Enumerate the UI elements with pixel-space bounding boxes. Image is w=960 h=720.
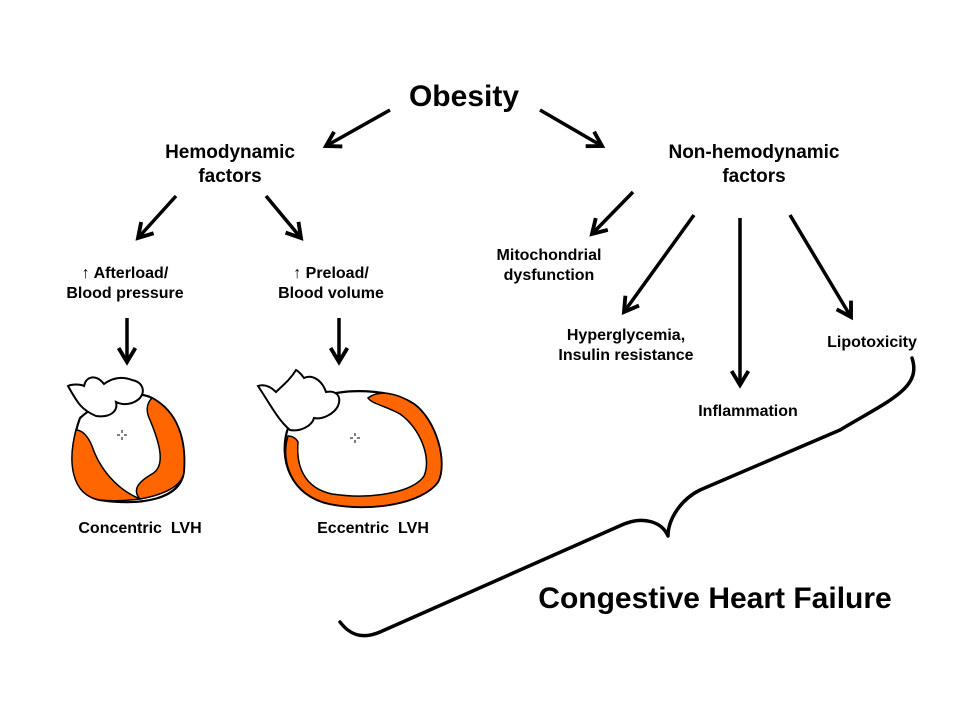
congestive-heart-failure-label: Congestive Heart Failure <box>538 582 892 615</box>
hyperglycemia-line-1: Hyperglycemia, <box>566 327 686 344</box>
hyperglycemia-line-2: Insulin resistance <box>558 347 694 364</box>
arrow-hemodynamic-to-preload <box>264 194 304 241</box>
hemodynamic-line-1: Hemodynamic <box>165 142 295 163</box>
hemodynamic-line-2: factors <box>198 165 262 187</box>
concentric-lvh-label: Concentric LVH <box>78 520 202 537</box>
brace <box>338 356 916 638</box>
arrow-obesity-to-hemodynamic <box>322 108 391 149</box>
hyperglycemia-label: Hyperglycemia, Insulin resistance <box>536 326 716 366</box>
concentric-myocardium-free-wall <box>135 397 186 500</box>
lipotoxicity-label: Lipotoxicity <box>827 334 917 351</box>
concentric-atrium <box>66 376 144 418</box>
arrow-to-mitochondrial <box>589 190 635 237</box>
mitochondrial-dysfunction-label: Mitochondrial dysfunction <box>474 246 624 286</box>
preload-line-1: ↑ Preload/ <box>293 265 369 282</box>
mitochondrial-line-1: Mitochondrial <box>496 247 602 264</box>
hemodynamic-factors-label: Hemodynamic factors <box>130 141 330 189</box>
mitochondrial-line-2: dysfunction <box>503 267 595 284</box>
eccentric-atrium <box>256 368 341 432</box>
eccentric-lvh-heart <box>256 368 443 509</box>
afterload-label: ↑ Afterload/ Blood pressure <box>45 264 205 304</box>
arrow-hemodynamic-to-afterload <box>135 194 178 241</box>
afterload-line-1: ↑ Afterload/ <box>81 265 169 282</box>
non-hemodynamic-line-1: Non-hemodynamic <box>668 142 840 163</box>
arrow-to-hyperglycemia <box>621 213 696 316</box>
eccentric-lvh-label: Eccentric LVH <box>317 520 429 537</box>
arrow-to-lipotoxicity <box>788 214 853 321</box>
afterload-line-2: Blood pressure <box>66 285 184 302</box>
non-hemodynamic-factors-label: Non-hemodynamic factors <box>644 141 864 189</box>
obesity-label: Obesity <box>408 80 520 113</box>
eccentric-myocardium <box>284 392 443 508</box>
inflammation-label: Inflammation <box>698 403 798 420</box>
concentric-lvh-heart <box>66 376 186 504</box>
non-hemodynamic-line-2: factors <box>722 165 786 187</box>
preload-label: ↑ Preload/ Blood volume <box>251 264 411 304</box>
arrow-obesity-to-non-hemodynamic <box>539 108 606 149</box>
preload-line-2: Blood volume <box>278 285 384 302</box>
